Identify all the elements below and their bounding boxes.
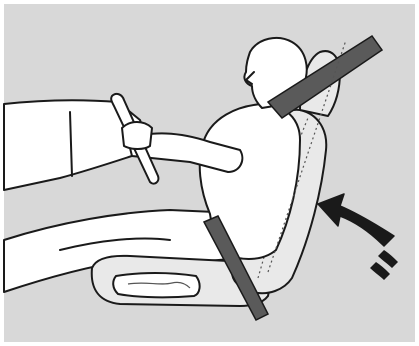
recline-arrow — [318, 194, 398, 280]
